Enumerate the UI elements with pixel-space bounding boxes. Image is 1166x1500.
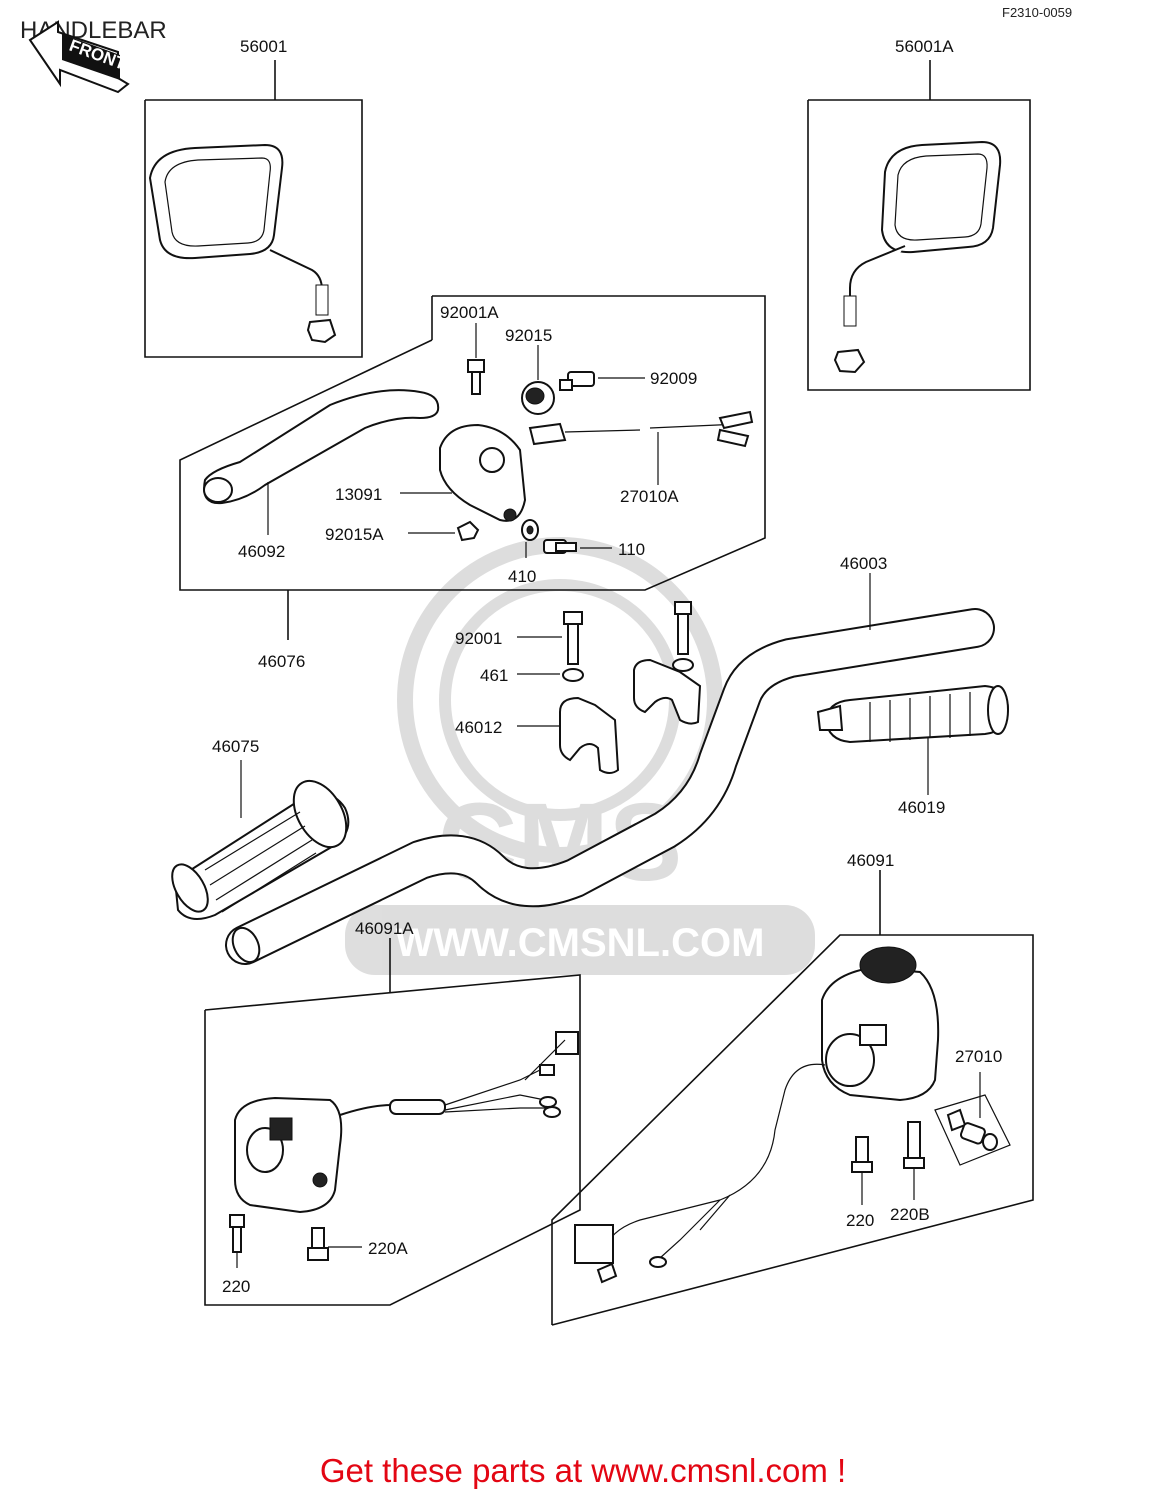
switch-27010-part[interactable] — [934, 1094, 1011, 1166]
left-switch-group: 46091A 220 220A — [204, 919, 581, 1306]
clutch-switch-27010A-part[interactable] — [528, 410, 754, 448]
part-label-92015A[interactable]: 92015A — [325, 525, 384, 544]
part-label-461[interactable]: 461 — [480, 666, 508, 685]
part-label-410[interactable]: 410 — [508, 567, 536, 586]
cms-watermark: CMS WWW.CMSNL.COM — [345, 537, 815, 975]
clamp-46012-part[interactable] — [559, 658, 702, 774]
part-label-92001A[interactable]: 92001A — [440, 303, 499, 322]
part-label-13091[interactable]: 13091 — [335, 485, 382, 504]
screw-220-left-part[interactable] — [229, 1214, 245, 1253]
bolt-92001-part[interactable] — [563, 601, 692, 665]
part-label-92009[interactable]: 92009 — [650, 369, 697, 388]
washer-410-part[interactable] — [521, 519, 539, 541]
part-label-220B[interactable]: 220B — [890, 1205, 930, 1224]
screw-110-part[interactable] — [543, 539, 577, 554]
watermark-url-text: WWW.CMSNL.COM — [396, 921, 765, 965]
part-label-220-right[interactable]: 220 — [846, 1211, 874, 1230]
left-switch-housing-part[interactable] — [234, 1031, 579, 1214]
left-grip-46075-part[interactable] — [165, 772, 357, 920]
part-label-46076[interactable]: 46076 — [258, 652, 305, 671]
part-label-56001A[interactable]: 56001A — [895, 37, 954, 56]
part-label-27010A[interactable]: 27010A — [620, 487, 679, 506]
right-mirror-group: 56001A — [807, 37, 1031, 391]
lever-holder-part[interactable] — [439, 423, 527, 522]
diagram-code: F2310-0059 — [1002, 5, 1072, 20]
part-label-46091[interactable]: 46091 — [847, 851, 894, 870]
bolt-92001A-part[interactable] — [467, 359, 485, 395]
part-label-92015[interactable]: 92015 — [505, 326, 552, 345]
front-arrow-icon: FRONT — [28, 20, 130, 94]
washer-461-part[interactable] — [562, 658, 694, 682]
left-mirror-group: 56001 — [144, 37, 363, 358]
right-mirror-part[interactable] — [833, 140, 1002, 374]
part-label-110[interactable]: 110 — [618, 540, 645, 559]
screw-220-right-part[interactable] — [851, 1136, 873, 1173]
part-label-27010[interactable]: 27010 — [955, 1047, 1002, 1066]
part-label-92001[interactable]: 92001 — [455, 629, 502, 648]
handlebar-46003-part[interactable] — [225, 608, 995, 966]
screw-92009-part[interactable] — [559, 371, 595, 391]
part-label-220A[interactable]: 220A — [368, 1239, 408, 1258]
part-label-220-left[interactable]: 220 — [222, 1277, 250, 1296]
nut-92015-part[interactable] — [521, 381, 555, 415]
lever-assembly-group: 46076 46092 92001A 92015 92009 — [179, 295, 766, 671]
part-label-46075[interactable]: 46075 — [212, 737, 259, 756]
right-switch-group: 46091 27010 220 — [551, 851, 1034, 1326]
handlebar-parts-diagram: CMS WWW.CMSNL.COM HANDLEBAR F2310-0059 F… — [20, 5, 1072, 1326]
get-parts-link[interactable]: Get these parts at www.cmsnl.com ! — [319, 1452, 847, 1489]
left-mirror-part[interactable] — [148, 143, 337, 344]
part-label-56001[interactable]: 56001 — [240, 37, 287, 56]
clutch-lever-part[interactable] — [203, 389, 440, 505]
clamp-group: 92001 461 46012 — [455, 601, 702, 774]
part-label-46012[interactable]: 46012 — [455, 718, 502, 737]
screw-220B-part[interactable] — [903, 1121, 925, 1169]
part-label-46019[interactable]: 46019 — [898, 798, 945, 817]
right-grip-46019-part[interactable] — [816, 684, 1010, 744]
part-label-46092[interactable]: 46092 — [238, 542, 285, 561]
nut-92015A-part[interactable] — [456, 520, 480, 542]
right-switch-housing-part[interactable] — [574, 946, 940, 1284]
part-label-46091A[interactable]: 46091A — [355, 919, 414, 938]
screw-220A-part[interactable] — [307, 1227, 329, 1261]
part-label-46003[interactable]: 46003 — [840, 554, 887, 573]
